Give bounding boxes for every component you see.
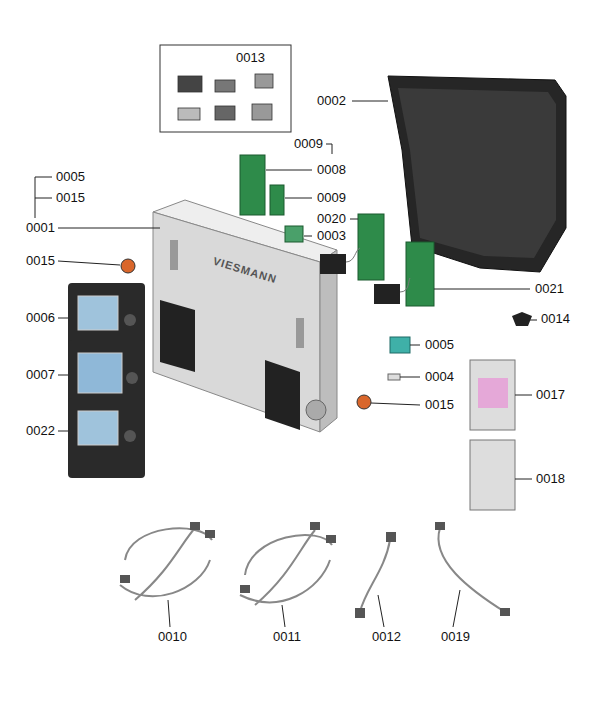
plug-set (178, 74, 273, 120)
cable (120, 528, 505, 612)
leader-line (35, 101, 537, 627)
cable-plug (120, 522, 510, 618)
housing-sticker (296, 318, 304, 348)
plug (374, 284, 400, 304)
callout-number: 0001 (26, 220, 55, 236)
callout-number: 0007 (26, 367, 55, 383)
housing-panel (265, 360, 300, 430)
circuit-board (406, 242, 434, 306)
callout-number: 0022 (26, 423, 55, 439)
callout-number: 0014 (541, 311, 570, 327)
callout-number: 0019 (441, 629, 470, 645)
module-label (478, 378, 508, 408)
callout-number: 0011 (273, 629, 301, 645)
circuit-board (270, 185, 284, 215)
wire (346, 248, 410, 292)
callout-number: 0005 (425, 337, 454, 353)
fuse (388, 374, 400, 380)
circuit-board (240, 155, 265, 215)
callout-number: 0012 (372, 629, 401, 645)
housing-sticker (170, 240, 178, 270)
circuit-board (358, 214, 384, 280)
plug (320, 254, 346, 274)
callout-number: 0017 (536, 387, 565, 403)
orange-connector (357, 395, 371, 409)
housing-panel (160, 300, 195, 372)
callout-number: 0004 (425, 369, 454, 385)
housing-front (153, 212, 320, 432)
callout-number: 0015 (56, 190, 85, 206)
callout-number: 0009 (317, 190, 346, 206)
callout-number: 0005 (56, 169, 85, 185)
callout-number: 0003 (317, 228, 346, 244)
callout-number: 0008 (317, 162, 346, 178)
callout-number: 0006 (26, 310, 55, 326)
orange-connector (121, 259, 135, 273)
display-module (68, 283, 145, 478)
callout-number: 0002 (317, 93, 346, 109)
module-box (470, 360, 515, 430)
callout-number: 0013 (236, 50, 265, 66)
cover-inner (398, 88, 556, 258)
callout-number: 0020 (317, 211, 346, 227)
housing-knob (306, 400, 326, 420)
circuit-board (285, 226, 303, 242)
fuse-holder (390, 337, 410, 353)
callout-number: 0021 (535, 281, 564, 297)
callout-number: 0010 (158, 629, 187, 645)
clip (512, 312, 532, 326)
callout-number: 0015 (425, 397, 454, 413)
kit-frame (160, 45, 291, 132)
callout-number: 0009 (294, 136, 323, 152)
callout-number: 0018 (536, 471, 565, 487)
module-box (470, 440, 515, 510)
callout-number: 0015 (26, 253, 55, 269)
